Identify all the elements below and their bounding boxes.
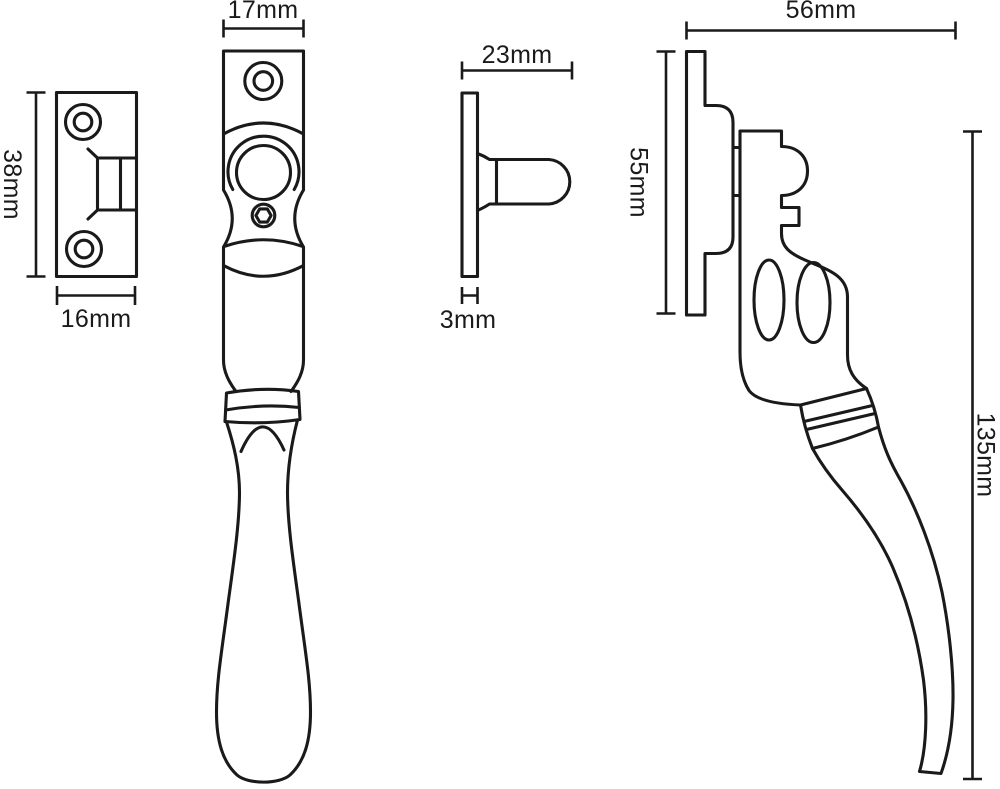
backplate-side-profile — [684, 49, 735, 317]
keep-side-plate — [460, 91, 480, 279]
keep-screw-hole-bottom-outer — [64, 229, 104, 269]
dimension-label-56mm: 56mm — [786, 0, 857, 24]
dimension-label-23mm: 23mm — [482, 41, 553, 69]
dimension-line-17mm — [222, 19, 305, 38]
keep-screw-hole-top-inner — [72, 111, 94, 133]
handle-collar-side-grooves — [802, 403, 877, 432]
keep-screw-hole-bottom-inner — [73, 238, 95, 260]
dimension-label-16mm: 16mm — [61, 305, 132, 333]
dimension-label-55mm: 55mm — [625, 147, 653, 218]
dimension-label-17mm: 17mm — [228, 0, 299, 24]
dimension-label-38mm: 38mm — [0, 149, 26, 220]
fastener-cam-body-side — [738, 129, 869, 407]
handle-collar-groove — [224, 404, 301, 412]
pear-drop-handle-front — [214, 418, 313, 784]
dimension-line-23mm — [460, 61, 574, 80]
keep-knob-profile — [475, 151, 572, 213]
plate-bottom-arc — [221, 263, 306, 278]
keep-mortise-detail — [86, 147, 139, 221]
hex-screw-outer — [250, 202, 277, 229]
dimension-line-16mm — [55, 286, 137, 305]
keep-front-view: 38mm 16mm — [0, 90, 139, 333]
fastener-body-outline — [221, 49, 306, 394]
fastener-side-view: 56mm 55mm 135mm — [625, 0, 1000, 781]
fastener-front-view: 17mm — [214, 0, 313, 784]
fastener-screw-hole-outer — [243, 60, 284, 102]
handle-cutout-right — [795, 260, 832, 345]
handle-collar-front — [223, 387, 302, 425]
dimension-line-55mm — [656, 50, 676, 315]
pivot-boss-shoulder-arc — [221, 121, 306, 136]
fastener-screw-hole-inner — [252, 70, 275, 92]
dimension-line-135mm — [963, 130, 982, 781]
handle-neck-dome-arc — [239, 425, 286, 454]
hex-screw-socket — [254, 207, 273, 224]
keep-side-view: 23mm 3mm — [440, 41, 574, 334]
dimension-label-135mm: 135mm — [972, 413, 1000, 498]
dimension-label-3mm: 3mm — [440, 306, 496, 334]
swan-neck-tail-side — [810, 425, 955, 776]
dimension-line-56mm — [685, 21, 957, 40]
handle-cutout-left — [752, 258, 786, 342]
pivot-boss-inner-circle — [234, 143, 293, 202]
keep-plate-outline — [54, 90, 139, 279]
dimension-line-38mm — [26, 91, 46, 278]
waist-junction-arc — [222, 238, 305, 249]
dimension-line-3mm — [460, 287, 479, 304]
pivot-boss-outer-arc — [226, 134, 301, 192]
keep-screw-hole-top-outer — [63, 102, 103, 142]
